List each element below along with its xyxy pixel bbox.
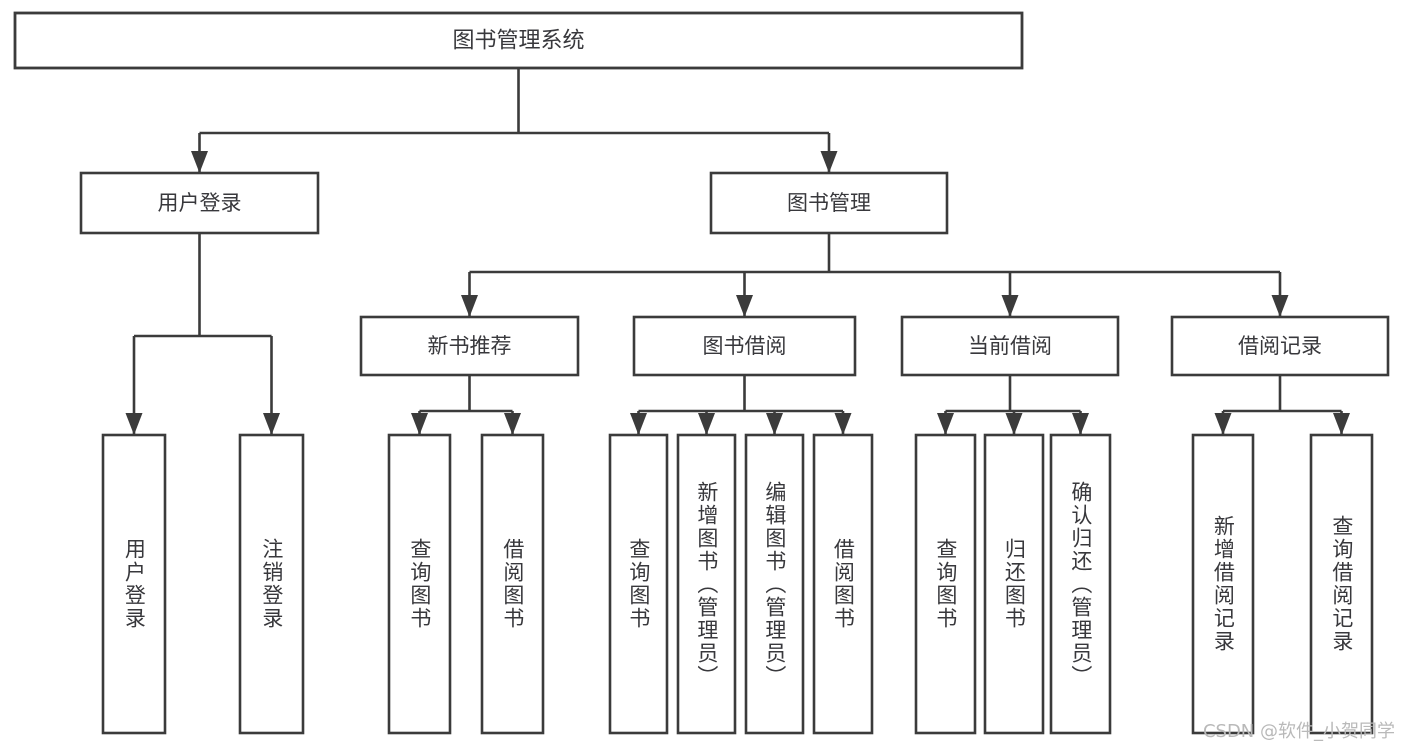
leaf-node-1-3-0-box[interactable] [1191, 433, 1255, 735]
level3-node-1-1-arrow-2 [766, 413, 783, 435]
level2-node-1-arrow-3 [1271, 295, 1289, 317]
leaf-node-1-2-1-box[interactable] [983, 433, 1045, 735]
level2-node-0[interactable]: 用户登录 [79, 171, 320, 235]
leaf-node-1-1-1[interactable] [676, 433, 737, 735]
leaf-node-1-1-0-box[interactable] [608, 433, 669, 735]
level3-node-1-2-arrow-1 [1005, 413, 1023, 435]
leaf-node-1-2-1[interactable] [983, 433, 1045, 735]
leaf-node-1-3-1-box[interactable] [1309, 433, 1374, 735]
root-node[interactable]: 图书管理系统 [13, 11, 1024, 70]
level3-node-1-1-arrow-0 [630, 413, 647, 435]
leaf-node-1-1-1-box[interactable] [676, 433, 737, 735]
level2-node-1[interactable]: 图书管理 [709, 171, 949, 235]
level3-node-1-2-arrow-0 [937, 413, 954, 435]
leaf-node-1-0-0[interactable] [387, 433, 452, 735]
leaf-node-1-1-2[interactable] [744, 433, 805, 735]
leaf-node-1-2-0-box[interactable] [914, 433, 977, 735]
root-node-label: 图书管理系统 [452, 29, 584, 54]
root-arrow-1 [820, 151, 838, 173]
level2-node-1-box[interactable] [709, 171, 949, 235]
leaf-node-1-1-3[interactable] [812, 433, 874, 735]
level3-node-1-3-arrow-0 [1214, 413, 1232, 435]
level2-node-0-arrow-0 [125, 413, 143, 435]
level3-node-1-1[interactable]: 图书借阅 [632, 315, 857, 377]
level3-node-1-3-label: 借阅记录 [1238, 334, 1322, 358]
root-node-box[interactable] [13, 11, 1024, 70]
leaf-node-1-2-0[interactable] [914, 433, 977, 735]
watermark-text: CSDN @软件_小贺同学 [1202, 721, 1395, 742]
root-arrow-0 [191, 151, 208, 173]
level3-node-1-3-arrow-1 [1333, 413, 1350, 435]
leaf-node-1-3-0[interactable] [1191, 433, 1255, 735]
level3-node-1-2[interactable]: 当前借阅 [900, 315, 1120, 377]
level3-node-1-0-arrow-1 [504, 413, 521, 435]
leaf-node-1-1-3-box[interactable] [812, 433, 874, 735]
leaf-node-1-1-2-box[interactable] [744, 433, 805, 735]
leaf-node-1-1-0[interactable] [608, 433, 669, 735]
level3-node-1-2-box[interactable] [900, 315, 1120, 377]
level3-node-1-1-label: 图书借阅 [703, 334, 787, 358]
leaf-node-1-0-1[interactable] [480, 433, 545, 735]
level3-node-0-0[interactable] [101, 433, 167, 735]
level3-node-1-0-label: 新书推荐 [428, 334, 512, 358]
level3-node-1-1-arrow-3 [834, 413, 852, 435]
level3-node-1-2-arrow-2 [1072, 413, 1089, 435]
level2-node-1-label: 图书管理 [787, 191, 871, 215]
level3-node-0-0-box[interactable] [101, 433, 167, 735]
leaf-node-1-0-1-box[interactable] [480, 433, 545, 735]
level3-node-0-1[interactable] [238, 433, 305, 735]
level3-node-1-2-label: 当前借阅 [968, 334, 1052, 358]
level3-node-1-0-box[interactable] [359, 315, 580, 377]
level2-node-0-arrow-1 [263, 413, 280, 435]
level2-node-0-label: 用户登录 [158, 191, 242, 215]
level2-node-1-arrow-0 [461, 295, 478, 317]
level3-node-0-1-box[interactable] [238, 433, 305, 735]
level2-node-1-arrow-2 [1001, 295, 1019, 317]
level3-node-1-0-arrow-0 [411, 413, 428, 435]
leaf-node-1-0-0-box[interactable] [387, 433, 452, 735]
level2-node-1-arrow-1 [736, 295, 753, 317]
level3-node-1-1-box[interactable] [632, 315, 857, 377]
level3-node-1-3[interactable]: 借阅记录 [1170, 315, 1390, 377]
level3-node-1-3-box[interactable] [1170, 315, 1390, 377]
leaf-node-1-3-1[interactable] [1309, 433, 1374, 735]
level3-node-1-0[interactable]: 新书推荐 [359, 315, 580, 377]
level3-node-1-1-arrow-1 [698, 413, 715, 435]
leaf-node-1-2-2-box[interactable] [1049, 433, 1112, 735]
leaf-node-1-2-2[interactable] [1049, 433, 1112, 735]
